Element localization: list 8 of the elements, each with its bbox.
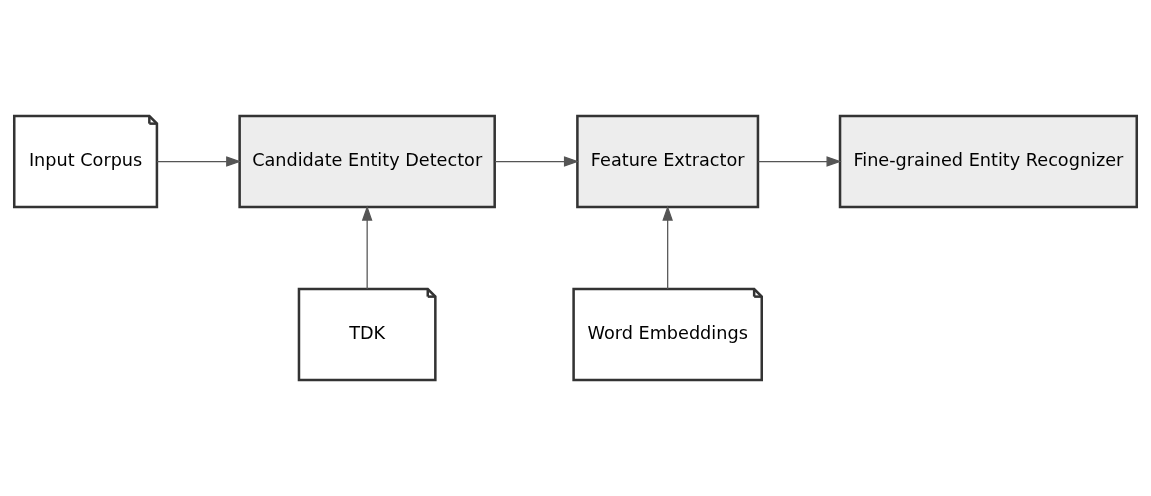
arrow [156, 156, 242, 167]
arrow [757, 156, 842, 167]
arrow [361, 205, 373, 290]
arrow [494, 156, 580, 167]
node-box: Fine-grained Entity Recognizer [838, 114, 1139, 209]
node-box: Candidate Entity Detector [238, 114, 496, 209]
arrow [662, 205, 673, 290]
node-box: Feature Extractor [576, 114, 760, 209]
